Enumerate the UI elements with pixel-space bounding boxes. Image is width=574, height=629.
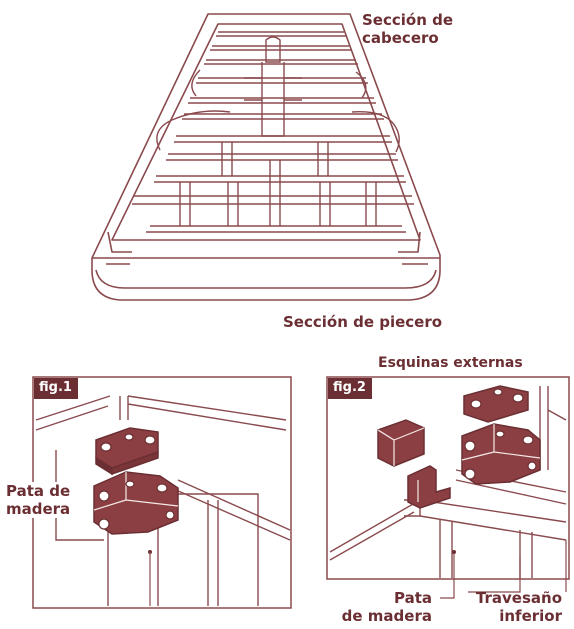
fig1-leg-label-line1: Pata de — [6, 482, 71, 500]
fig1-leg-label: Pata de madera — [6, 482, 73, 518]
headboard-label-line2: cabecero — [362, 29, 439, 47]
outer-corners-label: Esquinas externas — [378, 355, 523, 371]
headboard-label: Sección de cabecero — [362, 11, 453, 47]
rail-label: Travesaño inferior — [470, 589, 562, 625]
fig1-leg-label-line2: madera — [6, 500, 71, 518]
fig1-tag: fig.1 — [34, 378, 78, 399]
footboard-label: Sección de piecero — [283, 313, 443, 331]
headboard-label-line1: Sección de — [362, 11, 454, 29]
fig2-leg-label-line1: Pata — [393, 589, 432, 607]
fig2-leg-label: Pata de madera — [336, 589, 432, 625]
rail-label-line2: inferior — [499, 607, 562, 625]
fig2-illustration — [326, 376, 570, 599]
fig2-leg-label-line2: de madera — [341, 607, 432, 625]
fig2-tag: fig.2 — [328, 378, 372, 399]
rail-label-line1: Travesaño — [475, 589, 562, 607]
